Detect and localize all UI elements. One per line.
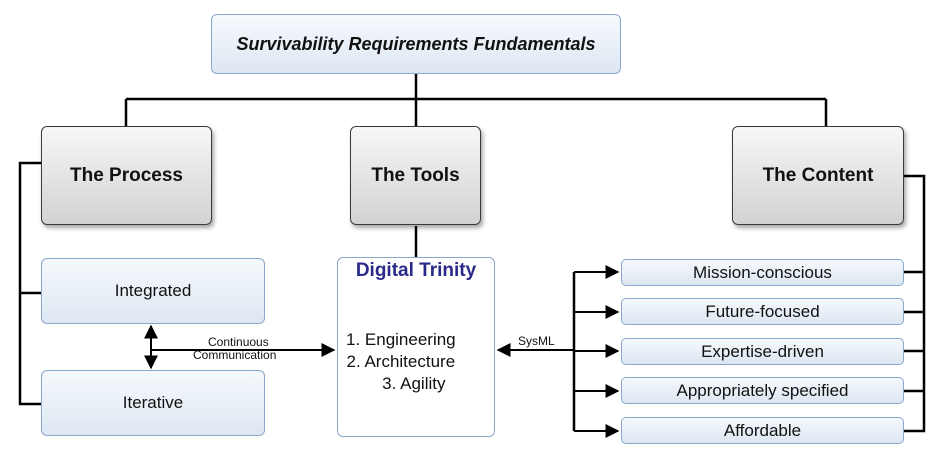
content-item-appropriately-specified: Appropriately specified xyxy=(621,377,904,404)
communication-label-line1: Continuous xyxy=(208,335,269,349)
content-item-label: Affordable xyxy=(723,420,802,440)
content-item-expertise-driven: Expertise-driven xyxy=(621,338,904,365)
pillar-content: The Content xyxy=(732,126,904,225)
digital-trinity-list: 1. Engineering 2. Architecture 3. Agilit… xyxy=(346,329,456,395)
sysml-label: SysML xyxy=(518,334,555,348)
pillar-tools-label: The Tools xyxy=(371,164,460,186)
content-item-label: Appropriately specified xyxy=(676,380,849,400)
content-item-future-focused: Future-focused xyxy=(621,298,904,325)
title-box: Survivability Requirements Fundamentals xyxy=(211,14,621,74)
content-item-mission-conscious: Mission-conscious xyxy=(621,259,904,286)
title-connector xyxy=(124,74,828,126)
digital-trinity-box: Digital Trinity 1. Engineering 2. Archit… xyxy=(337,257,495,437)
pillar-process-label: The Process xyxy=(70,164,183,186)
title-text: Survivability Requirements Fundamentals xyxy=(236,33,596,54)
trinity-item: 2. Architecture xyxy=(346,352,456,371)
content-bracket xyxy=(904,174,926,433)
process-item-label: Iterative xyxy=(122,393,184,412)
process-item-iterative: Iterative xyxy=(41,370,265,436)
pillar-content-label: The Content xyxy=(762,164,874,186)
content-item-label: Expertise-driven xyxy=(701,341,824,361)
process-item-integrated: Integrated xyxy=(41,258,265,324)
content-item-label: Mission-conscious xyxy=(693,262,832,282)
content-item-label: Future-focused xyxy=(705,301,820,321)
digital-trinity-title: Digital Trinity xyxy=(355,260,477,281)
pillar-tools: The Tools xyxy=(350,126,481,225)
content-item-affordable: Affordable xyxy=(621,417,904,444)
trinity-item: 1. Engineering xyxy=(346,330,456,349)
process-item-label: Integrated xyxy=(114,281,192,300)
pillar-process: The Process xyxy=(41,126,212,225)
communication-label-line2: Communication xyxy=(193,348,277,362)
process-bracket xyxy=(18,161,41,406)
trinity-item: 3. Agility xyxy=(382,374,446,393)
